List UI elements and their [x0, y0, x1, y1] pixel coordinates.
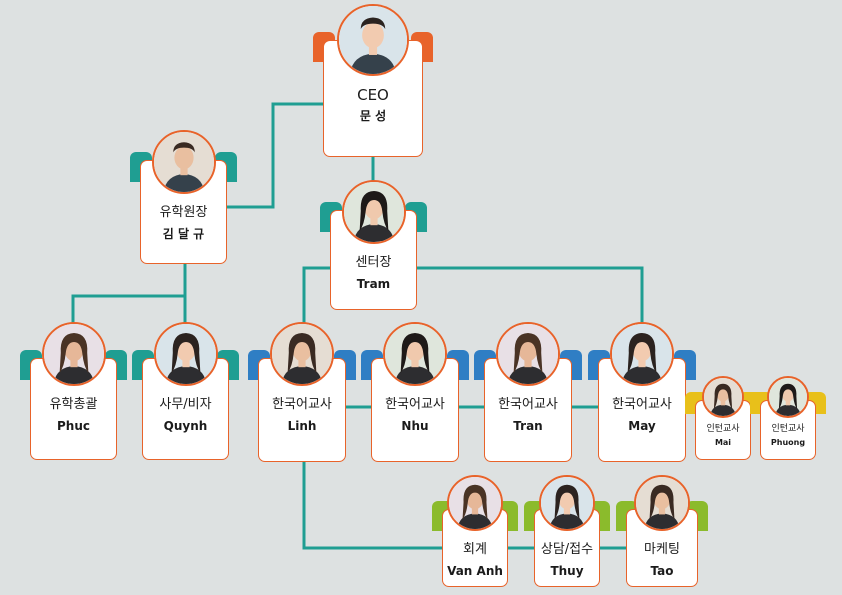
org-node-vananh: 회계 Van Anh [432, 475, 518, 587]
connector-ceo-director [227, 102, 323, 209]
org-role-label: 인턴교사 [706, 424, 740, 434]
org-person-name: Phuc [57, 419, 90, 433]
org-person-name: Van Anh [447, 564, 503, 578]
org-person-name: Thuy [550, 564, 584, 578]
org-role-label: 인턴교사 [771, 424, 805, 434]
org-role-label: 센터장 [355, 255, 392, 270]
org-node-thuy: 상담/접수 Thuy [524, 475, 610, 587]
org-person-name: 문 성 [359, 109, 387, 123]
avatar-photo-icon [610, 322, 674, 386]
connector-linh-staff [302, 462, 442, 550]
connector-center-left [302, 266, 332, 335]
org-role-label: 한국어교사 [498, 397, 558, 412]
org-card: 인턴교사 Mai [695, 400, 751, 460]
org-person-name: Mai [714, 438, 732, 447]
org-role-label: 사무/비자 [159, 397, 212, 412]
org-role-label: 유학총괄 [49, 397, 98, 412]
org-role-label: CEO [357, 86, 389, 104]
org-person-name: Tram [356, 277, 391, 291]
org-role-label: 유학원장 [159, 205, 208, 220]
org-card: 상담/접수 Thuy [534, 509, 600, 587]
org-node-phuong: 인턴교사 Phuong [750, 376, 826, 460]
avatar-photo-icon [41, 322, 106, 386]
avatar-photo-icon [496, 322, 560, 386]
org-node-tram: 센터장 Tram [320, 180, 427, 310]
org-role-label: 마케팅 [644, 542, 680, 557]
org-card: 인턴교사 Phuong [760, 400, 816, 460]
org-card: 마케팅 Tao [626, 509, 698, 587]
org-role-label: 한국어교사 [272, 397, 332, 412]
avatar-photo-icon [337, 4, 409, 76]
avatar-photo-icon [153, 322, 218, 386]
org-role-label: 상담/접수 [540, 542, 594, 557]
avatar-photo-icon [539, 475, 595, 531]
connector-center-right [416, 266, 644, 340]
org-node-ceo: CEO 문 성 [313, 4, 433, 157]
org-node-tao: 마케팅 Tao [616, 475, 708, 587]
org-node-may: 한국어교사 May [588, 322, 696, 462]
org-card: 사무/비자 Quynh [142, 358, 229, 460]
org-node-mai: 인턴교사 Mai [685, 376, 761, 460]
org-node-phuc: 유학총괄 Phuc [20, 322, 127, 460]
org-person-name: Nhu [401, 419, 429, 433]
avatar-photo-icon [702, 376, 744, 418]
org-role-label: 회계 [463, 542, 487, 557]
avatar-photo-icon [270, 322, 334, 386]
org-role-label: 한국어교사 [612, 397, 672, 412]
org-card: 유학총괄 Phuc [30, 358, 117, 460]
org-person-name: Tran [513, 419, 543, 433]
org-person-name: May [628, 419, 656, 433]
avatar-photo-icon [767, 376, 809, 418]
org-node-tran: 한국어교사 Tran [474, 322, 582, 462]
org-node-nhu: 한국어교사 Nhu [361, 322, 469, 462]
org-person-name: Linh [287, 419, 317, 433]
avatar-photo-icon [341, 180, 406, 244]
org-person-name: Quynh [163, 419, 208, 433]
connector-director-branch [71, 294, 187, 338]
org-person-name: Phuong [770, 438, 806, 447]
avatar-photo-icon [447, 475, 503, 531]
org-person-name: Tao [650, 564, 674, 578]
org-node-quynh: 사무/비자 Quynh [132, 322, 239, 460]
avatar-photo-icon [151, 130, 216, 194]
avatar-photo-icon [634, 475, 690, 531]
org-node-linh: 한국어교사 Linh [248, 322, 356, 462]
avatar-photo-icon [383, 322, 447, 386]
org-role-label: 한국어교사 [385, 397, 445, 412]
org-person-name: 김 달 규 [162, 227, 205, 241]
